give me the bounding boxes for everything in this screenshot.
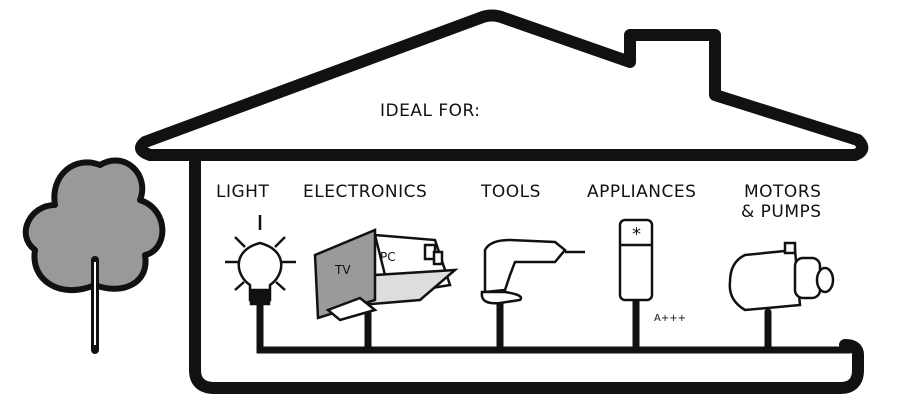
svg-text:*: * xyxy=(632,224,641,245)
pump-icon xyxy=(728,241,835,312)
heading: IDEAL FOR: xyxy=(380,101,481,121)
fridge-icon: * xyxy=(618,218,654,302)
tv-label: TV xyxy=(335,263,351,277)
tv-pc-icon xyxy=(313,228,459,322)
pc-label: PC xyxy=(380,250,396,264)
drill-icon xyxy=(480,238,585,305)
category-pumps-label: & PUMPS xyxy=(741,202,822,222)
wiring xyxy=(256,296,854,354)
energy-class-label: A+++ xyxy=(654,313,686,324)
house-outline xyxy=(135,9,869,394)
category-electronics-label: ELECTRONICS xyxy=(303,182,428,202)
tree-icon xyxy=(22,157,166,354)
category-appliances-label: APPLIANCES xyxy=(587,182,697,202)
light-bulb-icon xyxy=(225,215,296,306)
category-tools-label: TOOLS xyxy=(481,182,541,202)
category-motors-label: MOTORS xyxy=(744,182,822,202)
category-light-label: LIGHT xyxy=(216,182,270,202)
